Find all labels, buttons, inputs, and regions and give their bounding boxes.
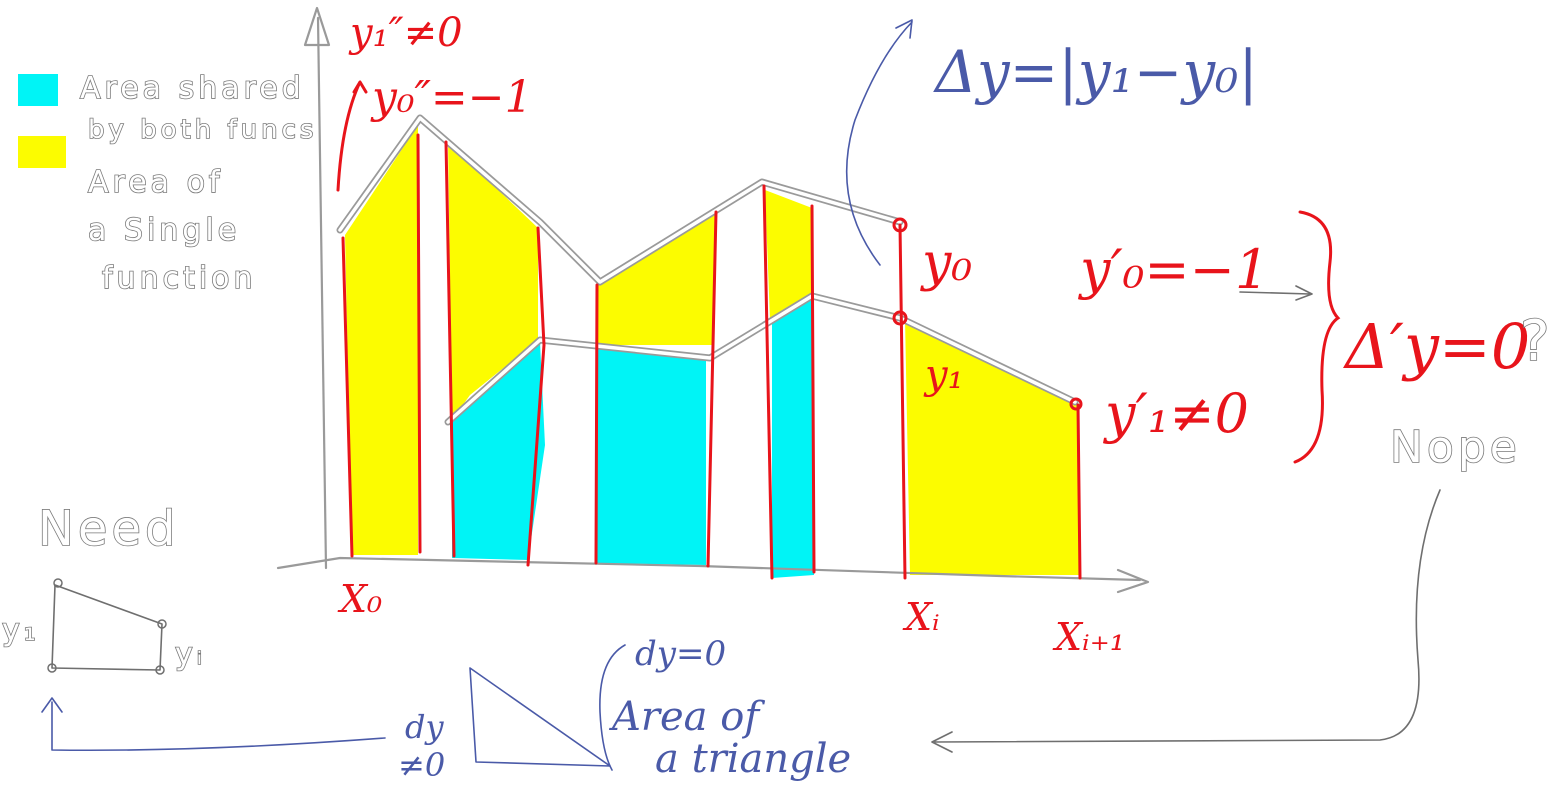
strip-border	[810, 204, 816, 574]
dy-zero: dy=0	[635, 634, 726, 674]
strip-border	[444, 140, 456, 558]
legend-single-label-1: Area of	[88, 165, 224, 200]
label-y0: y₀	[920, 233, 972, 293]
area-triangle-2: a triangle	[655, 736, 851, 782]
label-y1: y₁	[923, 352, 964, 398]
implies-arrow	[1239, 285, 1313, 301]
need-trapezoid	[51, 584, 163, 671]
legend-shared-label-2: by both funcs	[88, 115, 317, 145]
x-axis-arrow	[1116, 568, 1150, 594]
x-axis	[276, 556, 1142, 582]
single-area-strip-4	[765, 190, 812, 320]
second-derivative-notes: y₁″≠0 y₀″=−1	[336, 10, 533, 192]
single-area-strip-3	[598, 212, 715, 345]
nope-label: Nope	[1390, 422, 1521, 473]
curves	[336, 114, 1079, 426]
legend: Area shared by both funcs Area of a Sing…	[18, 70, 317, 297]
y1-first-derivative: y′₁≠0	[1103, 382, 1249, 445]
need-corner	[155, 665, 165, 675]
need-corner	[53, 578, 63, 588]
y-axis-arrow	[303, 6, 331, 47]
delta-arrow	[845, 19, 913, 266]
nope-arrow	[931, 489, 1441, 753]
upper-function-curve-inner	[338, 116, 902, 284]
need-corner	[157, 619, 167, 629]
label-xi: Xᵢ	[902, 595, 940, 639]
strip-border	[898, 223, 907, 580]
strip-border	[706, 210, 718, 568]
need-title: Need	[38, 501, 179, 557]
single-area-strip-1	[345, 125, 418, 555]
dy-nonzero-1: dy	[405, 708, 444, 746]
shaded-areas	[345, 125, 1080, 578]
area-triangle-1: Area of	[608, 694, 765, 740]
delta-prime-result: Δ′y=0	[1343, 310, 1530, 383]
back-arrow	[41, 697, 386, 752]
shared-area-strip-2	[596, 345, 706, 565]
strip-border	[341, 236, 354, 558]
y0-first-derivative: y′₀=−1	[1078, 238, 1269, 301]
curly-brace	[1293, 210, 1341, 464]
delta-formula-group: Δy=|y₁−y₀|	[845, 19, 1258, 266]
single-area-strip-2	[448, 142, 538, 420]
triangle-bracket	[599, 644, 626, 771]
need-left-label: y₁	[2, 613, 40, 648]
triangle-sketch: dy ≠0 dy=0 Area of a triangle	[398, 634, 851, 784]
legend-shared-label-1: Area shared	[80, 71, 305, 106]
question-mark: ?	[1520, 309, 1554, 374]
strip-border	[594, 283, 599, 565]
upper-function-curve	[336, 114, 904, 286]
pointer-line	[336, 80, 368, 192]
strip-borders	[341, 133, 1083, 580]
axes	[276, 6, 1150, 594]
yi1-point	[1069, 397, 1083, 411]
y1-point	[892, 310, 908, 326]
legend-swatch-single	[18, 136, 66, 168]
shared-area-strip-3	[772, 298, 814, 578]
y-axis	[316, 16, 328, 570]
legend-swatch-shared	[18, 74, 58, 106]
strip-border	[416, 133, 422, 554]
y0-second-derivative: y₀″=−1	[370, 72, 533, 123]
y1-second-derivative: y₁″≠0	[348, 10, 463, 56]
label-xi1: Xᵢ₊₁	[1052, 615, 1125, 659]
first-derivative-notes: y′₀=−1 y′₁≠0 Δ′y=0 ? Nope	[931, 210, 1554, 753]
lower-function-curve-inner	[446, 294, 1077, 424]
need-corner	[47, 663, 57, 673]
triangle-shape	[469, 667, 611, 767]
strip-border	[762, 184, 774, 580]
legend-single-label-2: a Single	[88, 213, 240, 248]
need-sketch: Need y₁ yᵢ	[1, 500, 386, 752]
label-x0: X₀	[337, 577, 382, 621]
y0-point	[892, 217, 908, 233]
strip-border	[526, 226, 546, 567]
delta-formula: Δy=|y₁−y₀|	[933, 38, 1258, 106]
shared-area-strip-1	[452, 342, 545, 560]
point-labels: y₀ y₁ X₀ Xᵢ Xᵢ₊₁	[337, 233, 1125, 659]
strip-border	[1076, 403, 1082, 580]
need-right-label: yᵢ	[175, 637, 206, 672]
dy-nonzero-2: ≠0	[398, 746, 445, 784]
legend-single-label-3: function	[102, 261, 257, 296]
